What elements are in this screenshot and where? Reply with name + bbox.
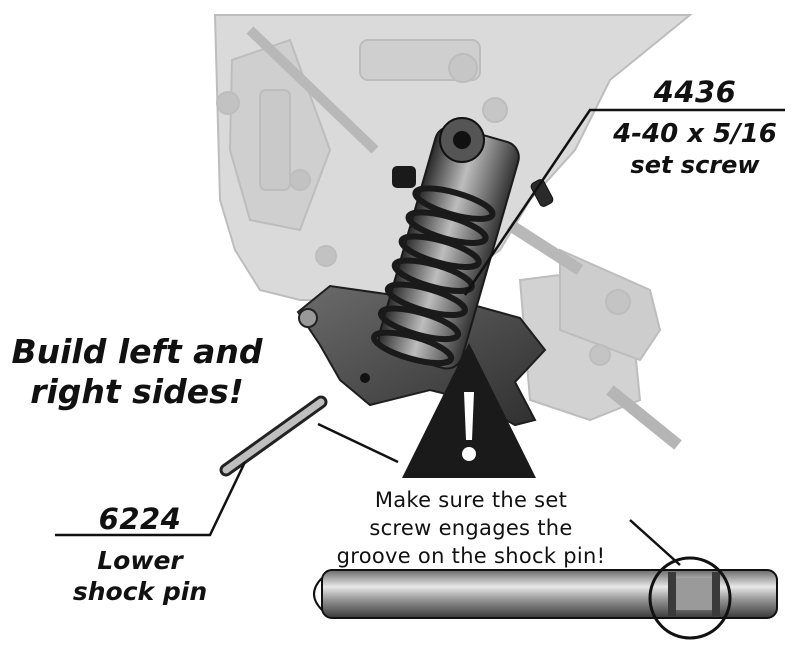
groove-highlight-circle bbox=[648, 556, 732, 640]
shock-pin-detail bbox=[313, 569, 778, 619]
part-desc-6224-line2: shock pin bbox=[72, 577, 208, 606]
shock-absorber bbox=[371, 117, 520, 370]
part-desc-4436-size: 4-40 x 5/16 bbox=[613, 119, 777, 149]
note-line3: groove on the shock pin! bbox=[336, 544, 606, 568]
callout-lines bbox=[55, 108, 785, 566]
part-number-6224: 6224 bbox=[98, 502, 182, 536]
note-line1: Make sure the set bbox=[374, 488, 568, 512]
part-desc-4436-name: set screw bbox=[630, 151, 760, 179]
part-number-4436: 4436 bbox=[653, 75, 737, 109]
set-screw bbox=[530, 179, 554, 207]
set-screw-warning-note: Make sure the set screw engages the groo… bbox=[296, 486, 646, 570]
callout-4436: 4436 4-40 x 5/16 set screw bbox=[610, 75, 780, 179]
callout-6224: 6224 Lower shock pin bbox=[60, 502, 220, 606]
headline-line1: Build left and bbox=[11, 332, 263, 371]
warning-triangle-icon bbox=[402, 343, 536, 478]
headline-line2: right sides! bbox=[30, 372, 244, 411]
build-both-sides-heading: Build left and right sides! bbox=[2, 332, 272, 412]
note-line2: screw engages the bbox=[369, 516, 573, 540]
part-desc-6224-line1: Lower bbox=[97, 546, 183, 575]
shock-pin-assembly bbox=[219, 395, 328, 477]
